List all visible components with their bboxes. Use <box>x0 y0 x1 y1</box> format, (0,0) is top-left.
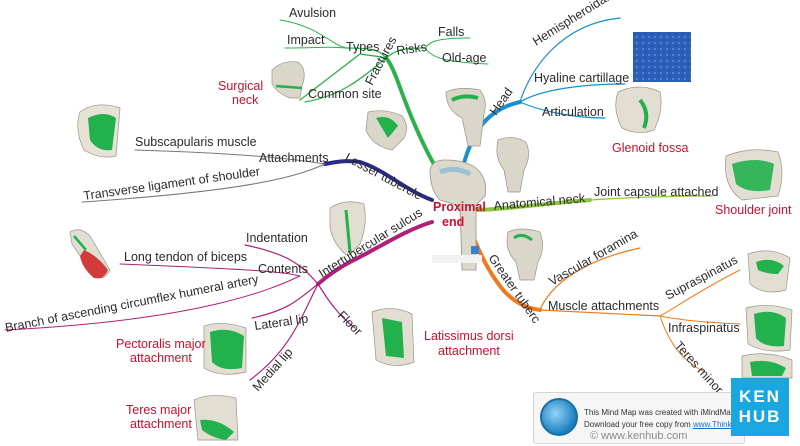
latissimus-dorsi-label-line1: Latissimus dorsi <box>424 329 514 343</box>
infraspinatus-label: Infraspinatus <box>668 321 740 335</box>
supraspinatus-label: Supraspinatus <box>663 253 740 303</box>
kenhub-watermark: © www.kenhub.com <box>590 430 688 442</box>
thinkbuzan-link[interactable]: www.ThinkBu <box>692 420 742 429</box>
hyaline-cartilage-label: Hyaline cartillage <box>534 71 629 85</box>
long-tendon-biceps-label: Long tendon of biceps <box>124 250 247 264</box>
greater-tubercle-illustration <box>506 228 543 281</box>
imindmap-line2: Download your free copy from www.ThinkBu <box>584 420 741 429</box>
lateral-lip-label: Lateral lip <box>253 312 309 333</box>
head-label: Head <box>487 85 516 118</box>
articulation-label: Articulation <box>542 105 604 119</box>
subscapularis-label: Subscapularis muscle <box>135 135 257 149</box>
center-label-line2: end <box>442 215 464 229</box>
medial-lip-label: Medial lip <box>250 345 296 394</box>
contents-label: Contents <box>258 262 308 276</box>
anatomical-neck-illustration <box>496 137 529 193</box>
joint-capsule-label: Joint capsule attached <box>594 185 718 199</box>
pectoralis-major-label-line2: attachment <box>130 351 192 365</box>
types-label: Types <box>346 40 379 54</box>
impact-label: Impact <box>287 33 325 47</box>
hyaline-cartilage-micrograph <box>633 32 691 82</box>
transverse-ligament-label: Transverse ligament of shoulder <box>82 164 260 203</box>
pectoralis-major-illustration <box>203 323 247 375</box>
latissimus-dorsi-label-line2: attachment <box>438 344 500 358</box>
fractures-humerus-illustration <box>445 88 486 147</box>
surgical-neck-illustration <box>271 61 305 99</box>
infraspinatus-illustration <box>745 305 793 352</box>
teres-major-label-line1: Teres major <box>126 403 191 417</box>
kenhub-badge[interactable]: KEN HUB <box>731 378 789 436</box>
common-site-label: Common site <box>308 87 382 101</box>
teres-major-label-line2: attachment <box>130 417 192 431</box>
intertubercular-branch <box>4 220 434 381</box>
teres-minor-label: Teres minor <box>672 339 726 397</box>
surgical-neck-label-line1: Surgical <box>218 79 263 93</box>
intertubercular-illustration <box>329 201 366 257</box>
falls-label: Falls <box>438 25 464 39</box>
center-label-line1: Proximal <box>433 200 486 214</box>
glenoid-fossa-label: Glenoid fossa <box>612 141 688 155</box>
imindmap-banner: This Mind Map was created with iMindMap … <box>533 392 745 444</box>
kenhub-badge-line2: HUB <box>738 407 782 426</box>
hemispheroidal-label: Hemispheroidal <box>530 0 611 49</box>
kenhub-badge-line1: KEN <box>739 387 781 406</box>
lesser-tubercle-label: Lesser tubercle <box>343 150 425 203</box>
floor-label: Floor <box>335 308 365 338</box>
pectoralis-major-label-line1: Pectoralis major <box>116 337 206 351</box>
subscapularis-illustration <box>77 104 121 158</box>
risks-label: Risks <box>395 40 427 58</box>
vascular-foramina-label: Vascular foramina <box>547 227 640 289</box>
head-branch <box>460 17 626 172</box>
glenoid-fossa-illustration <box>615 86 662 133</box>
latissimus-dorsi-illustration <box>371 308 415 366</box>
shoulder-joint-label: Shoulder joint <box>715 203 792 217</box>
teres-minor-illustration <box>741 353 793 379</box>
attachments-label: Attachments <box>259 151 328 165</box>
anatomical-neck-label: Anatomical neck <box>493 191 586 213</box>
imindmap-line1: This Mind Map was created with iMindMap … <box>584 408 743 417</box>
imindmap-logo-icon <box>540 398 578 436</box>
surgical-neck-label-line2: neck <box>232 93 259 107</box>
avulsion-label: Avulsion <box>289 6 336 20</box>
anatomical-neck-branch <box>468 195 713 212</box>
humerus-center-illustration <box>429 159 487 271</box>
teres-major-illustration <box>193 395 239 441</box>
lesser-tubercle-branch <box>81 149 434 203</box>
lesser-tubercle-humerus-illustration <box>365 110 407 151</box>
biceps-illustration <box>69 229 111 279</box>
indentation-label: Indentation <box>246 231 308 245</box>
shoulder-joint-illustration <box>725 149 783 201</box>
old-age-label: Old-age <box>442 51 487 65</box>
imindmap-line2-text: Download your free copy from <box>584 420 693 429</box>
fractures-branch <box>279 19 489 170</box>
muscle-attachments-label: Muscle attachments <box>548 299 659 313</box>
supraspinatus-illustration <box>747 250 791 293</box>
